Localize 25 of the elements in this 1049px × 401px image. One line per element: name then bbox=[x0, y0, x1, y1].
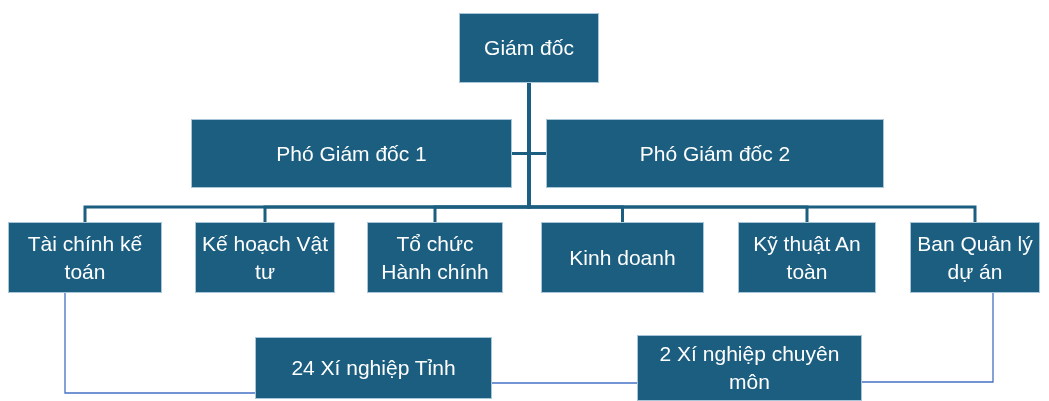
node-label: Tổ chức Hành chính bbox=[380, 230, 490, 285]
deputy-box bbox=[191, 119, 512, 188]
department-box bbox=[738, 222, 876, 293]
node-label: Kinh doanh bbox=[568, 244, 677, 271]
enterprise-box bbox=[255, 337, 492, 399]
node-label: Kế hoạch Vật tư bbox=[200, 230, 330, 285]
department-box bbox=[195, 222, 335, 293]
node-label: 2 Xí nghiệp chuyên môn bbox=[658, 341, 841, 395]
director-box bbox=[459, 13, 599, 83]
deputy-box bbox=[546, 119, 884, 188]
node-label: Phó Giám đốc 1 bbox=[275, 140, 428, 167]
connector-line bbox=[861, 292, 994, 383]
node-label: Giám đốc bbox=[483, 35, 575, 61]
node-label: Kỹ thuật An toàn bbox=[752, 230, 862, 285]
department-box bbox=[367, 222, 503, 293]
enterprise-box bbox=[637, 335, 862, 401]
node-label: Ban Quản lý dự án bbox=[916, 230, 1034, 285]
department-box bbox=[910, 222, 1040, 293]
node-label: Phó Giám đốc 2 bbox=[638, 140, 792, 167]
department-box bbox=[541, 222, 704, 293]
node-label: Tài chính kế toán bbox=[26, 230, 144, 285]
node-label: 24 Xí nghiệp Tỉnh bbox=[290, 355, 457, 381]
department-box bbox=[8, 222, 162, 293]
connector-line bbox=[491, 382, 638, 384]
connector-line bbox=[64, 292, 256, 394]
